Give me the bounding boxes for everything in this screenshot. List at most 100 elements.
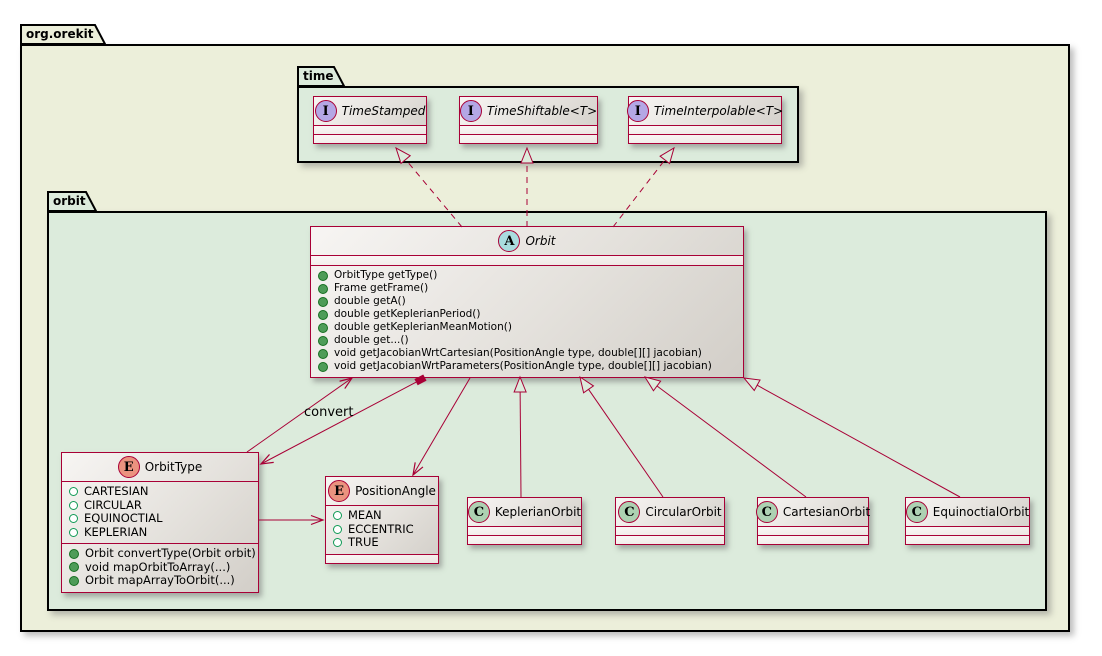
methods-compartment-empty [326,553,438,563]
interface-name: TimeShiftable<T> [486,104,598,118]
method-label: OrbitType getType() [334,269,438,281]
class-icon: C [755,501,778,523]
method-row: Orbit convertType(Orbit orbit) [62,546,258,561]
public-method-icon [318,283,328,294]
method-row: Frame getFrame() [311,282,743,295]
enum-icon: E [328,480,351,502]
class-equinoctialorbit: C EquinoctialOrbit [905,497,1030,545]
methods-compartment-empty [906,535,1029,544]
method-label: double getA() [334,295,406,307]
methods-compartment-empty [616,535,724,544]
field-label: TRUE [348,535,379,549]
fields-compartment: MEAN ECCENTRIC TRUE [326,506,438,554]
interface-icon: I [626,100,649,122]
method-label: Orbit mapArrayToOrbit(...) [85,573,235,587]
public-method-icon [69,575,79,586]
public-method-icon [318,270,328,281]
methods-compartment-empty [758,535,868,544]
public-method-icon [69,562,79,573]
class-icon: C [467,501,490,523]
class-name: Orbit [525,234,556,248]
methods-compartment-empty [314,134,426,143]
public-field-icon [333,524,342,534]
method-row: double getA() [311,295,743,308]
interface-timeinterpolable-title: I TimeInterpolable<T> [626,97,784,126]
class-keplerianorbit: C KeplerianOrbit [467,497,582,545]
fields-compartment: CARTESIAN CIRCULAR EQUINOCTIAL KEPLERIAN [62,482,258,543]
field-row: CARTESIAN [62,484,258,499]
package-label-orbit: orbit [53,194,86,208]
public-field-icon [333,538,342,548]
method-row: void mapOrbitToArray(...) [62,559,258,575]
fields-compartment-empty [906,527,1029,535]
public-field-icon [69,500,78,510]
public-method-icon [318,335,328,346]
class-icon: C [618,501,641,523]
field-row: ECCENTRIC [326,521,438,537]
package-tab-orbit: orbit [47,191,97,212]
field-label: EQUINOCTIAL [84,511,163,525]
enum-orbittype-title: E OrbitType [62,453,258,482]
field-label: MEAN [348,508,382,522]
method-label: Frame getFrame() [334,282,429,294]
class-keplerianorbit-title: C KeplerianOrbit [467,498,581,527]
method-label: double get...() [334,334,409,346]
field-row: CIRCULAR [62,498,258,513]
interface-icon: I [314,100,337,122]
method-label: void getJacobianWrtParameters(PositionAn… [334,360,712,372]
package-tab-shape [20,24,106,45]
field-row: TRUE [326,535,438,550]
class-circularorbit-title: C CircularOrbit [616,498,724,527]
class-name: CircularOrbit [645,505,722,519]
class-circularorbit: C CircularOrbit [615,497,725,545]
class-cartesianorbit: C CartesianOrbit [755,497,870,545]
methods-compartment-empty [629,134,781,143]
method-row: double get...() [311,334,743,347]
fields-compartment-empty [311,256,743,265]
method-row: double getKeplerianMeanMotion() [311,321,743,334]
method-row: OrbitType getType() [311,269,743,282]
field-label: CARTESIAN [84,484,149,498]
fields-compartment-empty [758,527,868,535]
enum-name: PositionAngle [355,484,436,498]
interface-timeshiftable-title: I TimeShiftable<T> [459,97,598,126]
package-tab-shape [297,66,345,87]
public-method-icon [69,548,79,559]
method-label: double getKeplerianPeriod() [334,308,481,320]
class-icon: C [905,501,928,523]
interface-timeinterpolable: I TimeInterpolable<T> [626,96,784,144]
fields-compartment-empty [468,527,581,535]
public-method-icon [318,322,328,333]
class-equinoctialorbit-title: C EquinoctialOrbit [905,498,1029,527]
method-label: double getKeplerianMeanMotion() [334,321,512,333]
interface-timestamped: I TimeStamped [313,96,427,144]
field-label: ECCENTRIC [348,521,414,536]
class-orbit: A Orbit OrbitType getType() Frame getFra… [310,226,744,378]
interface-timeshiftable: I TimeShiftable<T> [459,96,598,144]
public-method-icon [318,348,328,359]
public-method-icon [318,296,328,307]
field-label: KEPLERIAN [84,524,148,539]
interface-icon: I [459,100,482,122]
enum-icon: E [117,456,140,478]
enum-orbittype: E OrbitType CARTESIAN CIRCULAR EQUINOCTI… [61,452,259,593]
enum-positionangle-title: E PositionAngle [326,477,438,506]
method-row: Orbit mapArrayToOrbit(...) [62,573,258,588]
enum-positionangle: E PositionAngle MEAN ECCENTRIC TRUE [325,476,439,564]
method-row: void getJacobianWrtParameters(PositionAn… [311,360,743,373]
field-row: MEAN [326,508,438,523]
methods-compartment: OrbitType getType() Frame getFrame() dou… [311,265,743,377]
enum-name: OrbitType [144,460,203,474]
interface-name: TimeInterpolable<T> [653,104,784,118]
public-field-icon [69,514,78,524]
field-row: EQUINOCTIAL [62,511,258,526]
method-label: void mapOrbitToArray(...) [85,559,231,574]
field-row: KEPLERIAN [62,524,258,540]
methods-compartment-empty [468,535,581,544]
public-method-icon [318,309,328,320]
fields-compartment-empty [629,126,781,134]
class-orbit-title: A Orbit [311,227,743,256]
interface-timestamped-title: I TimeStamped [314,97,426,126]
package-tab-shape [47,191,97,212]
